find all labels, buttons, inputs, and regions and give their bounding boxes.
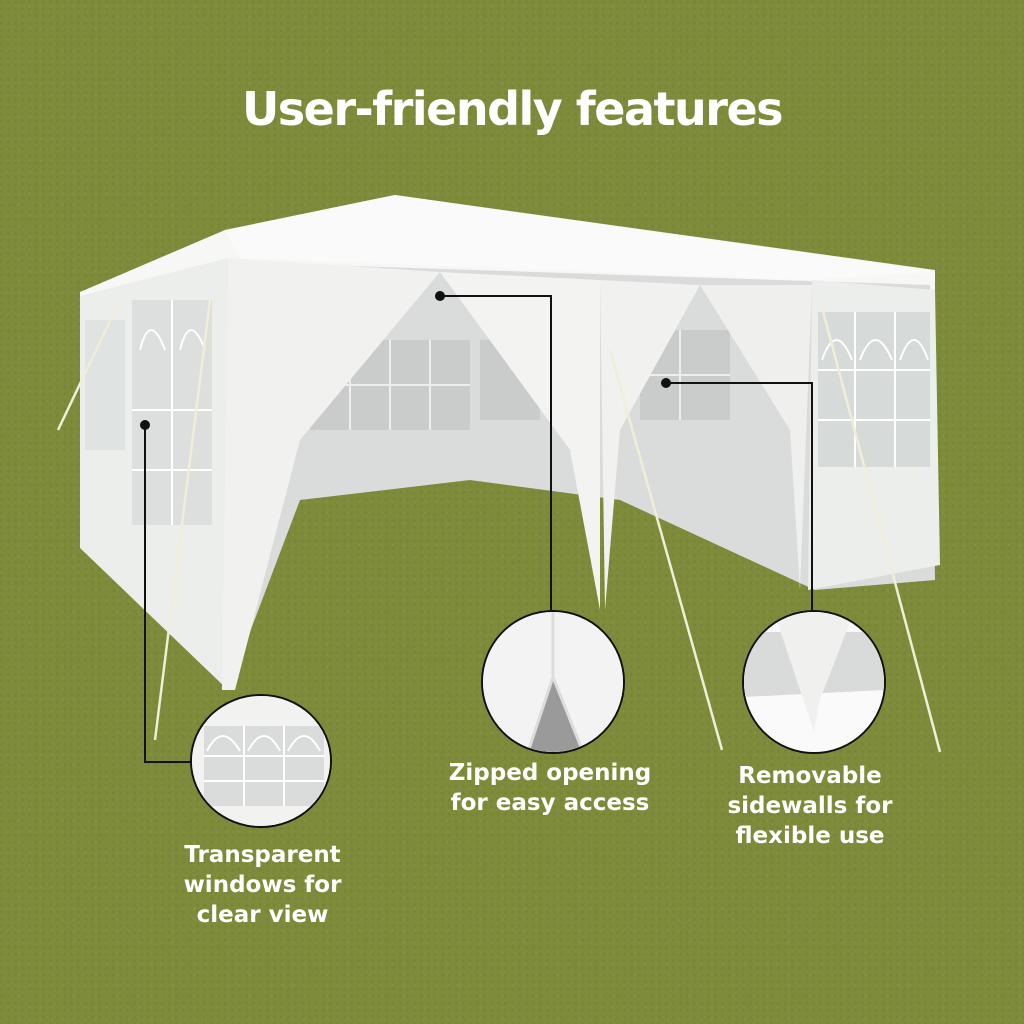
sidewall-zoom-circle — [742, 610, 886, 754]
zipper-zoom-circle — [481, 610, 625, 754]
sidewall-icon — [744, 612, 884, 752]
feature-label-sidewalls: Removable sidewalls for flexible use — [727, 763, 893, 849]
zipper-icon — [483, 612, 623, 752]
window-zoom-circle — [190, 694, 332, 828]
window-icon — [192, 696, 330, 826]
feature-label-zipper: Zipped opening for easy access — [448, 760, 652, 816]
page-title: User-friendly features — [241, 82, 784, 136]
feature-label-windows: Transparent windows for clear view — [183, 842, 342, 928]
